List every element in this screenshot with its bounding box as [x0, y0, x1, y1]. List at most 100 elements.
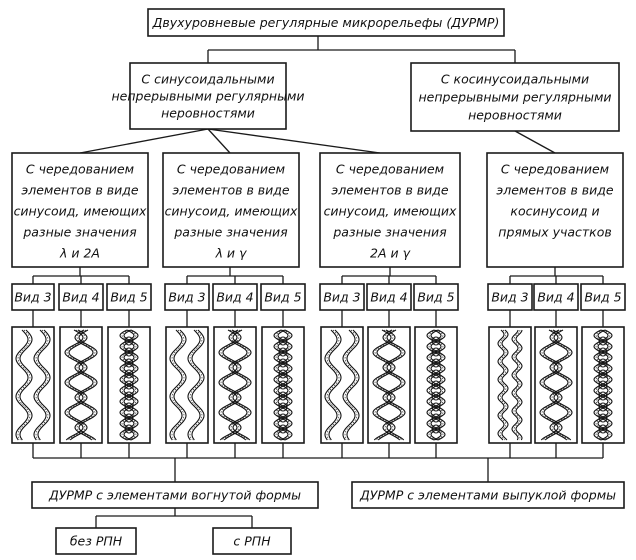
alt1-line-2: элементов в виде — [21, 183, 139, 198]
view-label: Вид 3 — [491, 290, 528, 305]
wave-line — [539, 329, 559, 441]
sinusoidal-line-1: С синусоидальными — [141, 72, 274, 87]
alt1-line-1: С чередованием — [26, 162, 134, 177]
crossing-node — [431, 358, 441, 368]
wave-hatch — [230, 329, 250, 441]
alt2-line-3: синусоид, имеющих — [165, 204, 298, 219]
wave-line — [273, 329, 289, 441]
crossing-node — [598, 391, 608, 401]
cosinusoidal-node: С косинусоидальными непрерывными регуляр… — [410, 62, 620, 132]
wave-line — [123, 329, 139, 441]
wave-line — [169, 329, 183, 441]
wave-line — [497, 329, 505, 441]
cosinusoidal-line-2: непрерывными регулярными — [418, 90, 611, 105]
view-box: Вид 4 — [58, 283, 104, 311]
view-label: Вид 4 — [216, 290, 253, 305]
crossing-node — [124, 402, 134, 412]
view-label: Вид 3 — [14, 290, 51, 305]
crossing-node — [124, 336, 134, 346]
crossing-node — [278, 358, 288, 368]
pattern-panel — [534, 326, 578, 444]
wave-hatch — [76, 329, 96, 441]
wave-line — [228, 329, 248, 441]
pattern-panel — [320, 326, 364, 444]
title-node: Двухуровневые регулярные микрорельефы (Д… — [147, 8, 505, 37]
wave-hatch — [189, 329, 203, 441]
crossing-node — [124, 413, 134, 423]
crossing-node — [431, 380, 441, 390]
wave-line — [19, 329, 33, 441]
alt4-line-2: элементов в виде — [496, 183, 614, 198]
wave-line — [382, 329, 402, 441]
wave-hatch — [121, 329, 137, 441]
wave-line — [191, 329, 205, 441]
alt3-line-5: 2А и γ — [370, 246, 411, 261]
alternation-node-lambda-2a: С чередованием элементов в виде синусоид… — [11, 152, 149, 268]
wave-line — [342, 329, 356, 441]
wave-line — [187, 329, 201, 441]
view-box: Вид 5 — [413, 283, 459, 311]
connector-lines — [32, 36, 604, 528]
crossing-node — [124, 369, 134, 379]
with-rpn-node: с РПН — [212, 527, 292, 555]
wave-hatch — [220, 329, 240, 441]
view-label: Вид 4 — [62, 290, 99, 305]
wave-line — [346, 329, 360, 441]
wave-hatch — [344, 329, 358, 441]
sinusoidal-node: С синусоидальными непрерывными регулярны… — [111, 62, 305, 130]
wave-line — [328, 329, 342, 441]
view-label: Вид 3 — [168, 290, 205, 305]
crossing-node — [598, 347, 608, 357]
wave-line — [515, 329, 523, 441]
sinusoidal-line-3: неровностями — [161, 106, 255, 121]
alt4-line-3: косинусоид и — [510, 204, 599, 219]
wave-hatch — [595, 329, 611, 441]
wave-line — [593, 329, 609, 441]
crossing-node — [431, 391, 441, 401]
wave-line — [37, 329, 51, 441]
wave-line — [33, 329, 47, 441]
wave-line — [74, 329, 94, 441]
wave-line — [426, 329, 442, 441]
crossing-node — [598, 402, 608, 412]
view-label: Вид 5 — [417, 290, 454, 305]
crossing-node — [124, 380, 134, 390]
pattern-panel — [107, 326, 151, 444]
wave-hatch — [121, 329, 137, 441]
wave-hatch — [275, 329, 291, 441]
wave-hatch — [551, 329, 571, 441]
microrelief-patterns — [11, 326, 625, 444]
wave-hatch — [275, 329, 291, 441]
without-rpn-label: без РПН — [70, 534, 123, 549]
alt2-line-1: С чередованием — [177, 162, 285, 177]
crossing-node — [598, 358, 608, 368]
crossing-node — [278, 380, 288, 390]
wave-hatch — [541, 329, 561, 441]
crossing-node — [278, 424, 288, 434]
alternation-node-2a-gamma: С чередованием элементов в виде синусоид… — [319, 152, 461, 268]
wave-line — [324, 329, 338, 441]
view-box: Вид 3 — [11, 283, 55, 311]
crossing-node — [124, 347, 134, 357]
wave-line — [372, 329, 392, 441]
alt4-line-4: прямых участков — [498, 225, 611, 240]
wave-line — [64, 329, 84, 441]
view-box: Вид 3 — [487, 283, 533, 311]
wave-line — [218, 329, 238, 441]
view-box: Вид 3 — [319, 283, 365, 311]
view-box: Вид 5 — [106, 283, 152, 311]
pattern-panel — [261, 326, 305, 444]
view-box: Вид 4 — [366, 283, 412, 311]
wave-line — [15, 329, 29, 441]
crossing-node — [431, 336, 441, 346]
wave-hatch — [428, 329, 444, 441]
crossing-node — [431, 402, 441, 412]
alt3-line-1: С чередованием — [336, 162, 444, 177]
wave-hatch — [66, 329, 86, 441]
crossing-node — [278, 402, 288, 412]
cosinusoidal-line-3: неровностями — [468, 108, 562, 123]
alt1-line-4: разные значения — [22, 225, 137, 240]
wave-hatch — [384, 329, 404, 441]
crossing-node — [124, 391, 134, 401]
view-label: Вид 4 — [370, 290, 407, 305]
